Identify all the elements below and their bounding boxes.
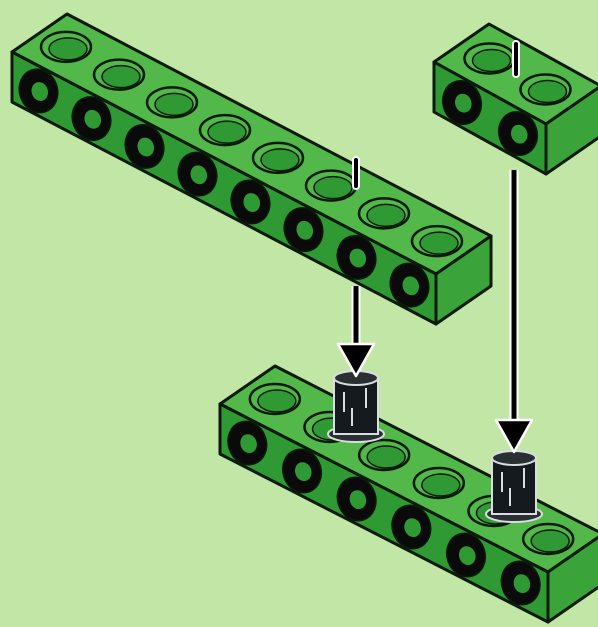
connector-peg-right-shaft — [492, 458, 536, 514]
beam-bottom-top-hole — [523, 524, 573, 554]
connector-peg-right — [486, 451, 542, 522]
beam-top-left-top-hole — [306, 171, 356, 201]
beam-top-left-top-hole — [41, 32, 91, 62]
beam-bottom-top-hole — [250, 384, 300, 414]
beam-top-left-top-hole — [147, 87, 197, 117]
beam-bottom-top-hole — [359, 440, 409, 470]
beam-top-left-top-hole — [253, 143, 303, 173]
connector-peg-left-shaft — [334, 378, 378, 434]
block-top-right-top-hole — [521, 75, 571, 105]
connector-peg-left — [328, 371, 384, 442]
beam-top-left-top-hole — [412, 226, 462, 256]
beam-bottom-top-hole — [414, 468, 464, 498]
block-top-right-top-hole — [465, 44, 515, 74]
beam-top-left-top-hole — [94, 60, 144, 90]
beam-top-left-top-hole — [359, 198, 409, 228]
beam-top-left-top-hole — [200, 115, 250, 145]
